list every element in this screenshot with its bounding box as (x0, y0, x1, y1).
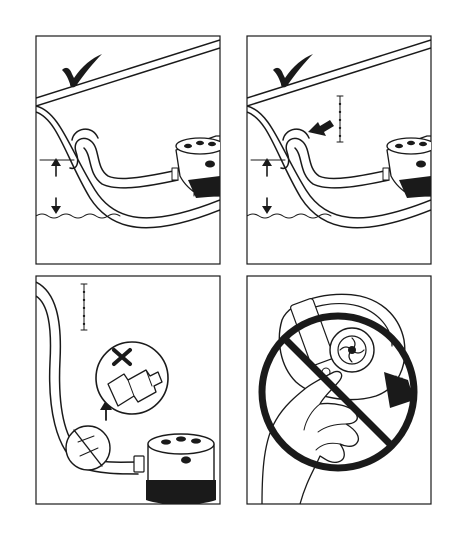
panel-correct-hose-rise (247, 36, 435, 264)
valve-location-marker (66, 426, 110, 470)
height-up-arrow-icon (251, 158, 285, 176)
panel-do-not-touch-impeller (247, 276, 431, 504)
water-level-down-arrow-icon (262, 198, 272, 214)
discharge-hose (70, 138, 178, 178)
check-valve-callout (96, 342, 168, 414)
bilge-pump (134, 434, 216, 505)
hull-line (36, 40, 220, 106)
check-icon (273, 54, 313, 87)
discharge-hose (281, 138, 389, 178)
height-scale (81, 284, 87, 330)
bilge-pump (383, 136, 435, 198)
check-icon (62, 54, 102, 87)
pointer-arrow-icon (308, 120, 334, 136)
bilge-pump (172, 136, 224, 198)
height-up-arrow-icon (40, 158, 74, 176)
water-level-down-arrow-icon (51, 198, 61, 214)
panel-correct-installation (36, 36, 224, 264)
height-scale (337, 96, 343, 142)
panel-incorrect-check-valve (36, 276, 220, 505)
